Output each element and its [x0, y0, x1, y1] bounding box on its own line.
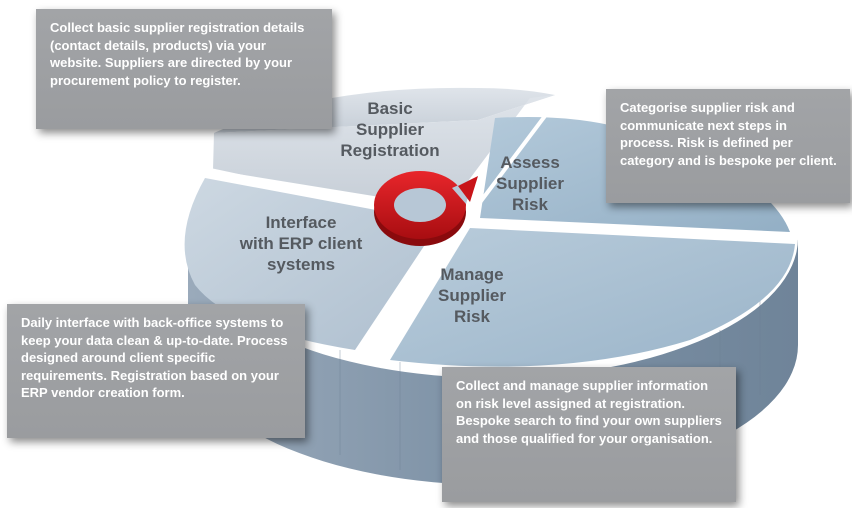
segment-label-registration: Basic Supplier Registration	[340, 99, 440, 160]
note-assess: Categorise supplier risk and communicate…	[606, 89, 850, 203]
segment-label-manage: Manage Supplier Risk	[437, 265, 506, 326]
slice-registration-body	[213, 95, 555, 208]
note-manage: Collect and manage supplier information …	[442, 367, 736, 502]
slice-manage-risk	[390, 228, 795, 367]
segment-label-interface: Interface with ERP client systems	[239, 213, 363, 274]
note-registration: Collect basic supplier registration deta…	[36, 9, 332, 129]
segment-label-assess: Assess Supplier Risk	[495, 153, 564, 214]
cycle-arrow-icon	[374, 171, 478, 246]
note-interface: Daily interface with back-office systems…	[7, 304, 305, 438]
